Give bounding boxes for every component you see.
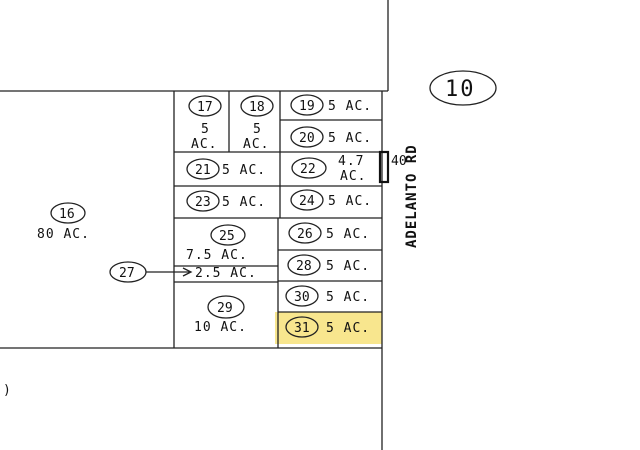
parcel-17-id: 17 [197, 100, 213, 115]
parcel-21-oval [186, 158, 220, 180]
parcel-24-oval [290, 189, 324, 211]
parcel-19-oval [290, 94, 324, 116]
parcel-30-area: 5 AC. [326, 290, 370, 305]
parcel-23-id: 23 [195, 195, 211, 210]
parcel-20-area: 5 AC. [328, 131, 372, 146]
edge-mark: ) [3, 383, 11, 398]
parcel-25-area: 7.5 AC. [186, 248, 248, 263]
parcel-31-area: 5 AC. [326, 321, 370, 336]
parcel-21-id: 21 [195, 163, 211, 178]
parcel-24-area: 5 AC. [328, 194, 372, 209]
parcel-17-area-2: AC. [191, 137, 217, 152]
parcel-19-id: 19 [299, 99, 315, 114]
road-width-label: 40 [391, 154, 407, 169]
parcel-17-oval [188, 95, 222, 117]
parcel-27-id: 27 [119, 266, 135, 281]
parcel-23-area: 5 AC. [222, 195, 266, 210]
parcel-31-oval [285, 316, 319, 338]
parcel-30-oval [285, 285, 319, 307]
parcel-29-area: 10 AC. [194, 320, 247, 335]
parcel-24-id: 24 [299, 194, 315, 209]
parcel-25-id: 25 [219, 229, 235, 244]
parcel-18-area-1: 5 [253, 122, 262, 137]
parcel-28-oval [287, 254, 321, 276]
parcel-27-arrow-head [182, 267, 193, 277]
parcel-22-id: 22 [300, 162, 316, 177]
parcel-31-id: 31 [294, 321, 310, 336]
road-name-label: ADELANTO RD [404, 144, 420, 248]
parcel-28-area: 5 AC. [326, 259, 370, 274]
parcel-22-area-2: AC. [340, 169, 366, 184]
parcel-16-id: 16 [59, 207, 75, 222]
parcel-23-oval [186, 190, 220, 212]
parcel-20-id: 20 [299, 131, 315, 146]
parcel-22-area-1: 4.7 [338, 154, 364, 169]
parcel-26-oval [288, 222, 322, 244]
parcel-20-oval [290, 126, 324, 148]
parcel-16-oval [50, 202, 86, 224]
parcel-16-area: 80 AC. [37, 227, 90, 242]
parcel-31-highlight [275, 312, 382, 344]
parcel-17-area-1: 5 [201, 122, 210, 137]
parcel-30-id: 30 [294, 290, 310, 305]
parcel-21-area: 5 AC. [222, 163, 266, 178]
parcel-28-id: 28 [296, 259, 312, 274]
parcel-25-oval [210, 224, 246, 246]
map-number-oval [429, 70, 497, 106]
parcel-19-area: 5 AC. [328, 99, 372, 114]
map-number: 10 [445, 77, 476, 102]
parcel-18-area-2: AC. [243, 137, 269, 152]
parcel-22-oval [291, 157, 327, 179]
parcel-18-id: 18 [249, 100, 265, 115]
parcel-29-oval [207, 295, 245, 319]
road-width-marker [378, 150, 390, 184]
parcel-27-area: 2.5 AC. [195, 266, 257, 281]
parcel-29-id: 29 [217, 301, 233, 316]
parcel-26-id: 26 [297, 227, 313, 242]
parcel-26-area: 5 AC. [326, 227, 370, 242]
parcel-18-oval [240, 95, 274, 117]
